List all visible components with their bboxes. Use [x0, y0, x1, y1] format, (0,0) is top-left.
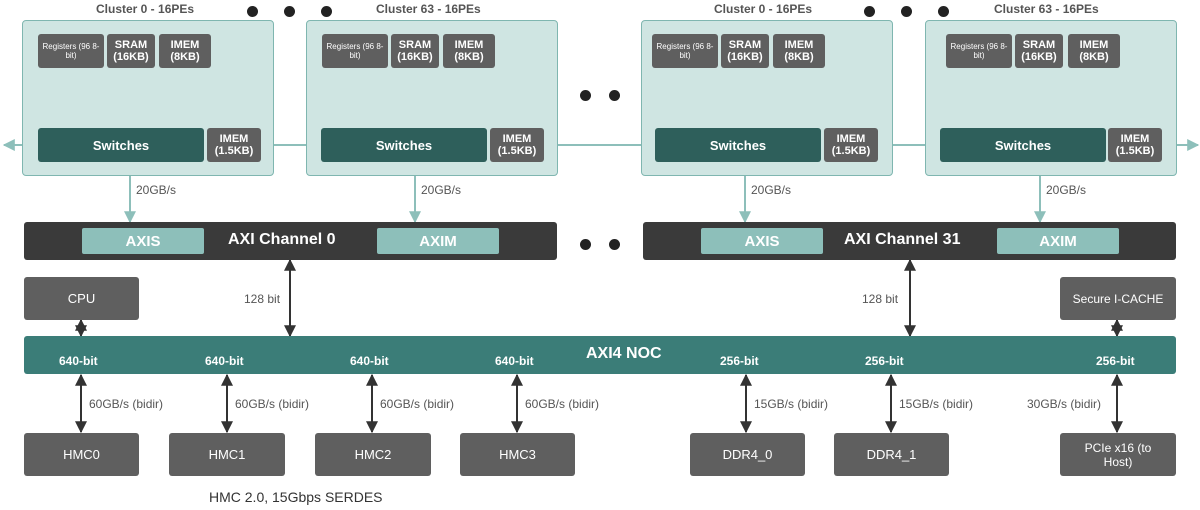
ellipsis-dot [284, 6, 295, 17]
pcie-box: PCIe x16 (to Host) [1060, 433, 1176, 476]
bandwidth-label: 20GB/s [421, 183, 462, 197]
bus-width-label: 128 bit [244, 292, 281, 306]
registers-box: Registers (96 8-bit) [322, 34, 388, 68]
bandwidth-label: 20GB/s [136, 183, 177, 197]
axi4-noc-bar [24, 336, 1176, 374]
noc-port-width: 256-bit [865, 354, 904, 368]
cluster-title: Cluster 0 - 16PEs [714, 2, 813, 16]
imem-box: IMEM (8KB) [159, 34, 211, 68]
link-bandwidth-label: 15GB/s (bidir) [899, 397, 974, 411]
link-bandwidth-label: 30GB/s (bidir) [1027, 397, 1102, 411]
sram-box: SRAM (16KB) [107, 34, 155, 68]
sram-box: SRAM (16KB) [391, 34, 439, 68]
noc-port-width: 256-bit [720, 354, 759, 368]
switches-box: Switches [321, 128, 487, 162]
noc-port-width: 640-bit [350, 354, 389, 368]
noc-title: AXI4 NOC [586, 345, 662, 362]
axi-channel-label: AXI Channel 0 [228, 231, 336, 248]
ellipsis-dot [609, 239, 620, 250]
switches-box: Switches [655, 128, 821, 162]
link-bandwidth-label: 60GB/s (bidir) [380, 397, 455, 411]
bus-width-label: 128 bit [862, 292, 899, 306]
axis-box: AXIS [82, 228, 204, 254]
link-bandwidth-label: 60GB/s (bidir) [89, 397, 164, 411]
axim-box: AXIM [997, 228, 1119, 254]
registers-box: Registers (96 8-bit) [652, 34, 718, 68]
imem-box: IMEM (8KB) [773, 34, 825, 68]
ellipsis-dot [938, 6, 949, 17]
noc-port-width: 640-bit [205, 354, 244, 368]
imem-small-box: IMEM (1.5KB) [1108, 128, 1162, 162]
ellipsis-dot [901, 6, 912, 17]
ellipsis-dot [580, 90, 591, 101]
imem-box: IMEM (8KB) [443, 34, 495, 68]
cluster-title: Cluster 63 - 16PEs [376, 2, 481, 16]
axim-box: AXIM [377, 228, 499, 254]
imem-box: IMEM (8KB) [1068, 34, 1120, 68]
ddr4-1-box: DDR4_1 [834, 433, 949, 476]
registers-box: Registers (96 8-bit) [38, 34, 104, 68]
sram-box: SRAM (16KB) [721, 34, 769, 68]
ddr4-0-box: DDR4_0 [690, 433, 805, 476]
ellipsis-dot [580, 239, 591, 250]
link-bandwidth-label: 60GB/s (bidir) [525, 397, 600, 411]
imem-small-box: IMEM (1.5KB) [824, 128, 878, 162]
noc-port-width: 640-bit [495, 354, 534, 368]
registers-box: Registers (96 8-bit) [946, 34, 1012, 68]
axis-box: AXIS [701, 228, 823, 254]
switches-box: Switches [38, 128, 204, 162]
imem-small-box: IMEM (1.5KB) [490, 128, 544, 162]
noc-port-width: 640-bit [59, 354, 98, 368]
link-bandwidth-label: 60GB/s (bidir) [235, 397, 310, 411]
axi-channel-label: AXI Channel 31 [844, 231, 961, 248]
ellipsis-dot [864, 6, 875, 17]
cluster-title: Cluster 0 - 16PEs [96, 2, 195, 16]
hmc1-box: HMC1 [169, 433, 285, 476]
secure-icache-box: Secure I-CACHE [1060, 277, 1176, 320]
ellipsis-dot [321, 6, 332, 17]
bandwidth-label: 20GB/s [751, 183, 792, 197]
link-bandwidth-label: 15GB/s (bidir) [754, 397, 829, 411]
sram-box: SRAM (16KB) [1015, 34, 1063, 68]
cpu-box: CPU [24, 277, 139, 320]
cluster-title: Cluster 63 - 16PEs [994, 2, 1099, 16]
imem-small-box: IMEM (1.5KB) [207, 128, 261, 162]
hmc2-box: HMC2 [315, 433, 431, 476]
ellipsis-dot [247, 6, 258, 17]
bandwidth-label: 20GB/s [1046, 183, 1087, 197]
ellipsis-dot [609, 90, 620, 101]
switches-box: Switches [940, 128, 1106, 162]
hmc3-box: HMC3 [460, 433, 575, 476]
noc-port-width: 256-bit [1096, 354, 1135, 368]
hmc0-box: HMC0 [24, 433, 139, 476]
hmc-note: HMC 2.0, 15Gbps SERDES [209, 489, 383, 505]
